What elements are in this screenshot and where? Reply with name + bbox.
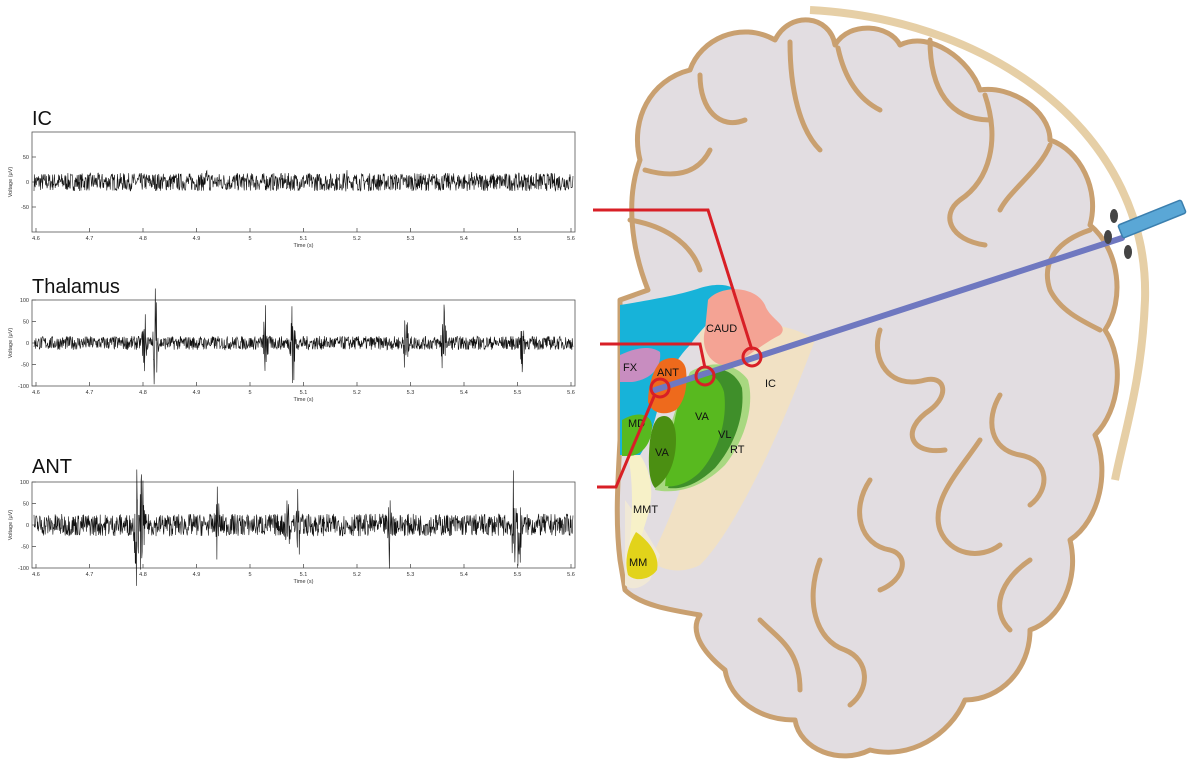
xaxis-label: Time (s) — [294, 579, 314, 585]
label-mm: MM — [629, 557, 647, 569]
xtick-label: 5 — [248, 572, 251, 578]
connector-ic — [593, 208, 754, 351]
brain-diagram: CAUD FX ANT IC VA VL RT MD VA MMT MM — [614, 6, 1187, 759]
label-fx: FX — [623, 362, 638, 374]
label-va-lower: VA — [655, 447, 670, 459]
ytick-label: 50 — [23, 320, 29, 326]
sulci — [627, 37, 1103, 708]
region-labels: CAUD FX ANT IC VA VL RT MD VA MMT MM — [623, 323, 776, 569]
xtick-label: 4.7 — [86, 236, 94, 242]
ytick-label: -100 — [18, 384, 29, 390]
label-ant: ANT — [657, 367, 679, 379]
xtick-label: 5.2 — [353, 572, 361, 578]
trace-title-ant: ANT — [32, 456, 72, 478]
xtick-label: 4.6 — [32, 236, 40, 242]
xtick-label: 5.1 — [300, 236, 308, 242]
xtick-label: 5.3 — [407, 572, 415, 578]
brain-hemisphere — [614, 17, 1120, 759]
xtick-label: 5.6 — [567, 236, 575, 242]
label-caud: CAUD — [706, 323, 737, 335]
region-ventricle — [620, 284, 740, 455]
xtick-label: 5.4 — [460, 390, 468, 396]
trace-panel-0: 50 0 -50 4.6 4.7 4.8 4.9 5 5.1 5.2 5.3 5.4 5.5 5.6Tim… — [8, 131, 576, 249]
connector-lines — [593, 208, 754, 489]
electrode-connector-icon — [1104, 199, 1187, 259]
xtick-label: 4.7 — [86, 572, 94, 578]
xtick-label: 5.6 — [567, 390, 575, 396]
xtick-label: 5.6 — [567, 572, 575, 578]
ytick-label: -100 — [18, 566, 29, 572]
ytick-label: 0 — [26, 341, 29, 347]
xtick-label: 4.6 — [32, 390, 40, 396]
yaxis-label: Voltage (μV) — [8, 328, 14, 359]
label-va-upper: VA — [695, 411, 710, 423]
xtick-label: 4.9 — [193, 572, 201, 578]
xaxis-label: Time (s) — [294, 243, 314, 249]
xtick-label: 5.4 — [460, 236, 468, 242]
signal-trace — [33, 288, 574, 385]
region-fx — [620, 348, 661, 382]
label-mmt: MMT — [633, 504, 658, 516]
signal-trace — [33, 469, 574, 586]
trace-axes-box — [31, 299, 576, 387]
xtick-label: 5.3 — [407, 390, 415, 396]
xtick-label: 5.5 — [514, 572, 522, 578]
region-va-lower — [648, 416, 676, 488]
region-mmt — [628, 455, 652, 555]
ytick-label: 0 — [26, 180, 29, 186]
xtick-label: 5.1 — [300, 390, 308, 396]
probe-shaft — [652, 235, 1125, 393]
yaxis-label: Voltage (μV) — [8, 510, 14, 541]
xtick-label: 4.9 — [193, 236, 201, 242]
ytick-label: 50 — [23, 155, 29, 161]
xtick-label: 5.4 — [460, 572, 468, 578]
label-vl: VL — [718, 429, 731, 441]
xtick-label: 4.8 — [139, 572, 147, 578]
xtick-label: 5 — [248, 390, 251, 396]
xtick-label: 4.8 — [139, 236, 147, 242]
xtick-label: 5.2 — [353, 236, 361, 242]
connector-ant — [597, 393, 657, 489]
xtick-label: 5.5 — [514, 236, 522, 242]
region-mm — [626, 532, 658, 580]
xtick-label: 4.7 — [86, 390, 94, 396]
trace-title-ic: IC — [32, 108, 52, 130]
xtick-label: 5 — [248, 236, 251, 242]
xtick-label: 4.9 — [193, 390, 201, 396]
ytick-label: -50 — [21, 363, 29, 369]
ytick-label: 100 — [20, 298, 29, 304]
xtick-label: 5.2 — [353, 390, 361, 396]
xtick-label: 4.8 — [139, 390, 147, 396]
target-circle-ant — [649, 377, 671, 399]
ytick-label: -50 — [21, 205, 29, 211]
xtick-label: 4.6 — [32, 572, 40, 578]
connector-thalamus — [600, 342, 707, 369]
ytick-label: 50 — [23, 502, 29, 508]
xtick-label: 5.3 — [407, 236, 415, 242]
label-ic: IC — [765, 378, 776, 390]
ytick-label: 0 — [26, 523, 29, 529]
ytick-label: 100 — [20, 480, 29, 486]
yaxis-label: Voltage (μV) — [8, 167, 14, 198]
trace-title-thalamus: Thalamus — [32, 276, 120, 298]
xaxis-label: Time (s) — [294, 397, 314, 403]
xtick-label: 5.1 — [300, 572, 308, 578]
signal-trace — [33, 169, 574, 192]
ytick-label: -50 — [21, 545, 29, 551]
label-rt: RT — [730, 444, 745, 456]
xtick-label: 5.5 — [514, 390, 522, 396]
